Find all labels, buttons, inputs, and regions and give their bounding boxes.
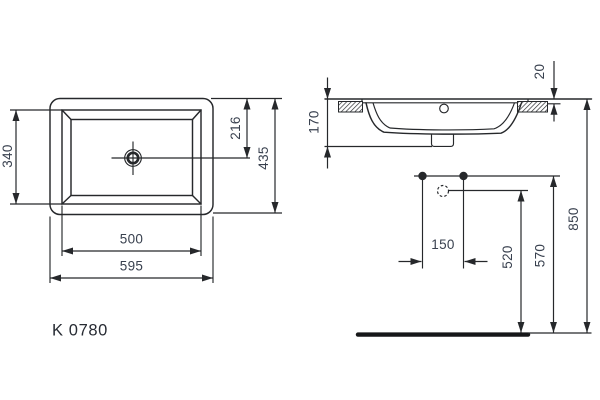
dim-countertop-height: 850: [566, 99, 591, 333]
dim-fixing-hole-spacing: 150: [398, 237, 488, 266]
waste-outlet-stub: [430, 133, 455, 147]
model-number: K 0780: [52, 322, 108, 340]
top-view: 340 216 435 500 595 K 0780: [0, 97, 282, 340]
dim-taphole-to-edge: 216: [228, 98, 251, 158]
dim-basin-height: 170: [307, 77, 432, 169]
basin-outer-rim: [49, 97, 214, 216]
dim-fixing-height: 570: [533, 176, 558, 333]
dim-rim-drop-label: 20: [532, 64, 547, 80]
dim-overall-width-label: 595: [120, 259, 143, 274]
taphole-section: [439, 103, 449, 114]
dim-countertop-height-label: 850: [566, 207, 581, 230]
dim-opening-depth-label: 340: [0, 144, 15, 167]
basin-profile-outer: [365, 102, 523, 135]
dim-overall-width: 595: [49, 216, 214, 283]
basin-corner-chamfers: [61, 109, 202, 205]
side-view: 170 20 150 520: [307, 61, 593, 337]
dim-opening-width-label: 500: [120, 232, 143, 247]
waste-connection: [436, 184, 450, 198]
dim-overall-depth: 435: [256, 98, 279, 213]
dim-waste-outlet-height: 520: [500, 190, 525, 333]
dim-waste-outlet-height-label: 520: [500, 245, 515, 268]
dim-opening-depth: 340: [0, 109, 62, 205]
taphole: [111, 141, 250, 175]
dim-fixing-height-label: 570: [533, 244, 548, 267]
dim-basin-height-label: 170: [307, 110, 322, 133]
dim-rim-drop: 20: [532, 61, 561, 122]
dim-overall-depth-label: 435: [256, 146, 271, 169]
dim-opening-width: 500: [61, 205, 202, 256]
dim-fixing-hole-spacing-label: 150: [431, 237, 454, 252]
fixing-points: [414, 171, 560, 269]
dim-taphole-to-edge-label: 216: [228, 116, 243, 139]
countertop-hatch-right: [517, 101, 548, 113]
countertop-hatch-left: [338, 101, 363, 113]
basin-opening: [61, 109, 202, 205]
basin-profile-inner: [372, 102, 516, 131]
